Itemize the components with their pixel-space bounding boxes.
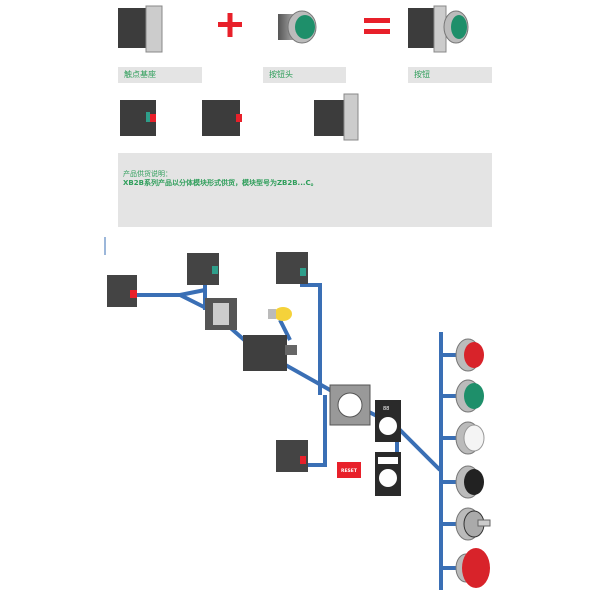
equals-icon	[364, 18, 390, 34]
legend-plate	[375, 400, 401, 442]
note-title: 产品供货说明：	[123, 170, 172, 178]
legend-plate-text: 88	[383, 406, 389, 412]
contact-block-left	[107, 275, 137, 307]
contact-base-image	[118, 5, 163, 53]
light-block	[243, 335, 297, 371]
button-image	[408, 5, 469, 53]
red-pushbutton-head	[455, 338, 484, 372]
button-head-image	[278, 10, 317, 44]
contact-block-image-2	[202, 100, 242, 136]
label-contact-base: 触点基座	[118, 67, 202, 83]
label-button-head: 按钮头	[263, 67, 346, 83]
bulb-image	[268, 307, 292, 321]
contact-block-image-1	[120, 100, 156, 136]
mounting-collar	[329, 384, 371, 426]
light-module	[205, 298, 237, 330]
note-body: XB2B系列产品以分体模块形式供货，模块型号为ZB2B...C。	[123, 179, 318, 187]
key-switch-head	[455, 507, 491, 541]
connection-lines	[130, 280, 462, 590]
contact-block-lower	[276, 440, 308, 472]
supply-note: 产品供货说明： XB2B系列产品以分体模块形式供货，模块型号为ZB2B...C。	[118, 153, 492, 227]
emergency-stop-head	[455, 548, 490, 588]
label-button: 按钮	[408, 67, 492, 83]
plus-icon	[218, 13, 242, 37]
reset-tag-text: RESET	[341, 468, 358, 474]
contact-block-top	[187, 253, 219, 285]
selector-switch-head	[455, 465, 484, 499]
mounting-base-image	[314, 93, 359, 141]
legend-holder	[375, 452, 401, 496]
reset-tag	[337, 462, 361, 478]
green-pushbutton-head	[455, 379, 484, 413]
contact-block-upper-right	[276, 252, 308, 284]
white-pilot-light-head	[455, 421, 485, 455]
